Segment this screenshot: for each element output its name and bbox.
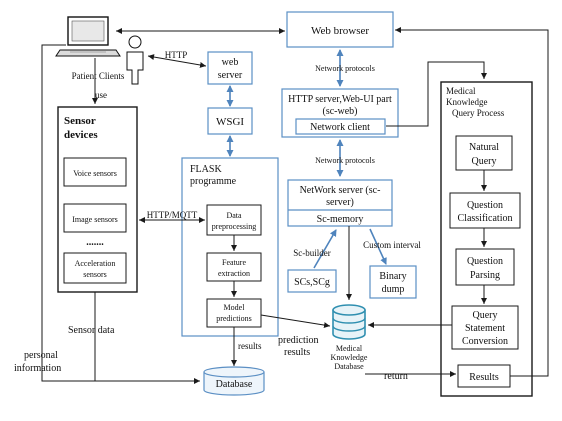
- network-server-label-1: NetWork server (sc-: [300, 185, 381, 196]
- laptop-icon: [55, 16, 121, 57]
- network-client-box: [295, 118, 386, 135]
- qsc-label-3: Conversion: [462, 336, 508, 347]
- sensor-devices-box: [57, 106, 138, 293]
- query-statement-conversion-box: [451, 305, 519, 350]
- scs-scg-label: SCs,SCg: [294, 277, 330, 288]
- medical-knowledge-database-icon: [332, 304, 366, 340]
- natural-label-1: Natural: [469, 142, 499, 153]
- image-sensors-label: Image sensors: [72, 215, 118, 224]
- http-mqtt-label: HTTP/MQTT: [147, 210, 198, 220]
- flask-label-1: FLASK: [190, 164, 222, 175]
- web-browser-label: Web browser: [311, 25, 369, 37]
- qsc-label-1: Query: [473, 310, 498, 321]
- http-server-label-2: (sc-web): [323, 106, 358, 117]
- model-label-2: predictions: [216, 314, 252, 323]
- qc-label-1: Question: [467, 200, 503, 211]
- web-server-label-1: web: [222, 57, 239, 68]
- qp-label-1: Question: [467, 256, 503, 267]
- image-sensors-box: [63, 203, 127, 233]
- prediction-label-2: results: [284, 347, 310, 358]
- sensor-data-label: Sensor data: [68, 325, 115, 336]
- binary-dump-label-1: Binary: [379, 271, 406, 282]
- return-label: return: [384, 371, 408, 382]
- qsc-label-2: Statement: [465, 323, 505, 334]
- person-icon: [126, 35, 144, 85]
- acceleration-sensors-box: [63, 252, 127, 284]
- query-process-box: [440, 81, 533, 397]
- natural-label-2: Query: [472, 156, 497, 167]
- custom-interval-label: Custom interval: [363, 240, 421, 250]
- network-client-label: Network client: [310, 122, 370, 133]
- web-server-box: [207, 51, 253, 85]
- http-server-box: [281, 88, 399, 138]
- mkqp-label-2: Knowledge: [446, 97, 488, 107]
- flask-label-2: programme: [190, 176, 237, 187]
- accel-label-2: sensors: [83, 270, 107, 279]
- voice-sensors-label: Voice sensors: [73, 169, 117, 178]
- feature-label-2: extraction: [218, 269, 250, 278]
- sc-builder-label: Sc-builder: [293, 248, 331, 258]
- ellipsis-label: .......: [86, 237, 104, 248]
- personal-label-1: personal: [24, 350, 58, 361]
- data-pre-label-2: preprocessing: [212, 222, 256, 231]
- binary-dump-box: [369, 265, 417, 299]
- sensor-devices-label-1: Sensor: [64, 115, 96, 127]
- mkqp-label-1: Medical: [446, 86, 476, 96]
- med-db-label-1: Medical: [336, 344, 363, 353]
- question-parsing-box: [455, 248, 515, 286]
- personal-label-2: information: [14, 363, 61, 374]
- sensor-devices-label-2: devices: [64, 129, 98, 141]
- scs-scg-box: [287, 269, 337, 293]
- http-label: HTTP: [165, 50, 188, 60]
- model-label-1: Model: [224, 303, 246, 312]
- binary-dump-label-2: dump: [382, 284, 405, 295]
- question-classification-box: [449, 192, 521, 229]
- accel-label-1: Acceleration: [75, 259, 116, 268]
- http-server-label-1: HTTP server,Web-UI part: [288, 94, 392, 105]
- flask-programme-box: [181, 157, 279, 337]
- wsgi-label: WSGI: [216, 116, 244, 128]
- feature-label-1: Feature: [222, 258, 246, 267]
- network-server-box: [287, 179, 393, 227]
- qp-label-2: Parsing: [470, 270, 500, 281]
- voice-sensors-box: [63, 157, 127, 187]
- wsgi-box: [207, 107, 253, 135]
- patient-clients-label: Patient Clients: [72, 71, 125, 81]
- mkqp-label-3: Query Process: [452, 108, 505, 118]
- sc-memory-label: Sc-memory: [317, 214, 364, 225]
- data-pre-label-1: Data: [226, 211, 242, 220]
- med-db-label-3: Database: [334, 362, 364, 371]
- network-protocols-label-2: Network protocols: [315, 156, 375, 165]
- web-server-label-2: server: [218, 70, 243, 81]
- database-icon: [203, 366, 265, 396]
- results-label: Results: [469, 372, 499, 383]
- med-db-label-2: Knowledge: [331, 353, 368, 362]
- network-protocols-label-1: Network protocols: [315, 64, 375, 73]
- qc-label-2: Classification: [458, 213, 513, 224]
- use-label: use: [95, 90, 107, 100]
- database-label: Database: [216, 379, 253, 390]
- results-small-label: results: [238, 341, 262, 351]
- network-server-label-2: server): [326, 197, 354, 208]
- web-browser-box: [286, 11, 394, 48]
- prediction-label-1: prediction: [278, 335, 319, 346]
